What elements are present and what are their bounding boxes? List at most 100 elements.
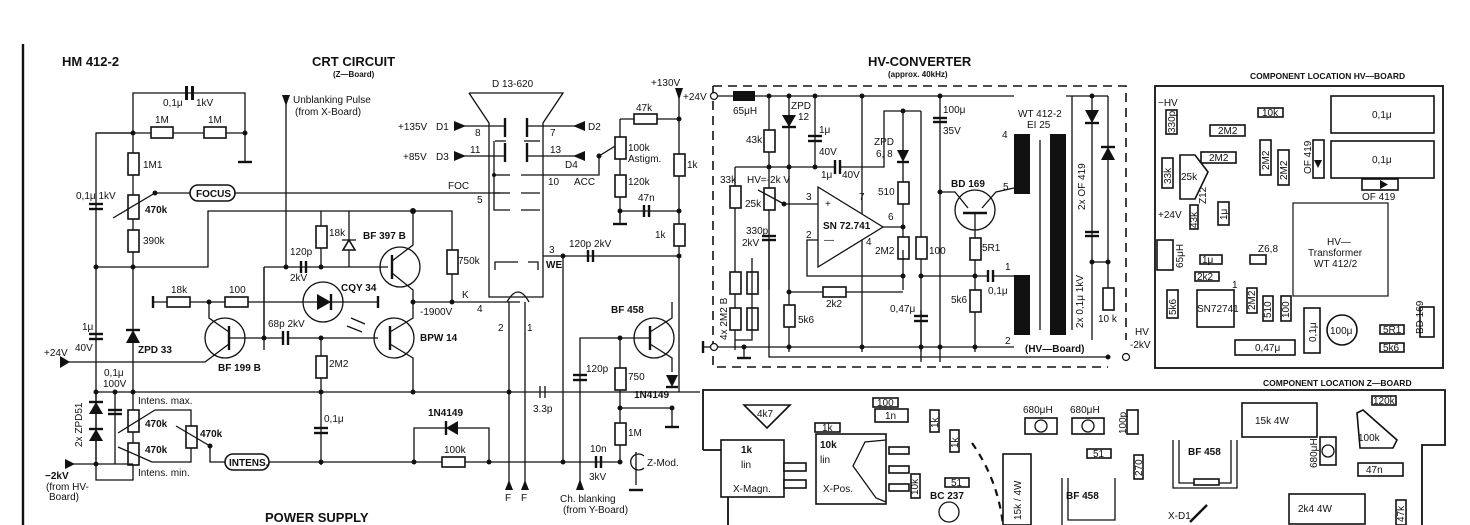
resistor-5k6 xyxy=(969,289,982,313)
svg-text:680μH: 680μH xyxy=(1309,438,1320,468)
svg-text:120p 2kV: 120p 2kV xyxy=(569,239,612,250)
svg-text:100: 100 xyxy=(877,398,894,409)
power-terminal[interactable] xyxy=(709,91,719,101)
svg-text:WT 412-2: WT 412-2 xyxy=(1018,109,1062,120)
hv-board-layout: −HV 330p 10k 0,1μ 0,1μ 2M2 2M2 2M2 2M2 3… xyxy=(1154,85,1444,369)
svg-text:40V: 40V xyxy=(819,147,837,158)
svg-text:510: 510 xyxy=(1263,301,1274,318)
svg-text:Unblanking Pulse: Unblanking Pulse xyxy=(293,95,371,106)
svg-text:2k2: 2k2 xyxy=(826,299,843,310)
svg-text:8: 8 xyxy=(475,128,481,139)
svg-text:1k: 1k xyxy=(655,230,667,241)
svg-text:BF 199 B: BF 199 B xyxy=(218,363,261,374)
svg-text:1: 1 xyxy=(1005,262,1011,273)
svg-text:3kV: 3kV xyxy=(589,472,607,483)
svg-text:HV—: HV— xyxy=(1327,237,1351,248)
resistor-1k xyxy=(673,153,686,177)
z-board-layout: 4k7 100 1n 1k 1k 1k 1k lin X-Magn. 10k l… xyxy=(702,389,1446,525)
svg-text:F: F xyxy=(521,493,527,504)
transistor-bc237 xyxy=(938,501,960,523)
svg-text:10n: 10n xyxy=(590,444,607,455)
trimmer-4k7 xyxy=(742,404,792,430)
svg-text:12: 12 xyxy=(798,112,810,123)
svg-text:2kV: 2kV xyxy=(290,273,308,284)
model-title: HM 412-2 xyxy=(62,54,119,69)
svg-text:5k6: 5k6 xyxy=(1168,298,1179,315)
z-mod-connector[interactable] xyxy=(630,453,645,471)
resistor-1k xyxy=(673,223,686,247)
resistor-2m2 xyxy=(315,355,328,379)
svg-text:ZPD: ZPD xyxy=(791,101,811,112)
svg-text:100p: 100p xyxy=(1118,411,1129,434)
svg-text:270: 270 xyxy=(1134,459,1145,476)
svg-text:5: 5 xyxy=(477,195,483,206)
svg-text:35V: 35V xyxy=(943,126,961,137)
resistor-10k xyxy=(1102,287,1115,311)
hv-converter-subtitle: (approx. 40kHz) xyxy=(888,70,948,79)
svg-text:1k: 1k xyxy=(930,416,941,428)
hv-output-terminal[interactable] xyxy=(1121,352,1131,362)
svg-text:43k: 43k xyxy=(746,135,763,146)
svg-text:(from X-Board): (from X-Board) xyxy=(295,107,361,118)
svg-text:47n: 47n xyxy=(638,193,655,204)
svg-text:0,1μ: 0,1μ xyxy=(988,286,1008,297)
resistor-18k xyxy=(315,225,328,249)
svg-text:5: 5 xyxy=(1003,182,1009,193)
svg-text:0,1μ: 0,1μ xyxy=(1308,322,1319,342)
resistor-100 xyxy=(224,296,249,308)
svg-text:Z12: Z12 xyxy=(1198,186,1209,204)
svg-text:15k 4W: 15k 4W xyxy=(1255,416,1289,427)
svg-text:X-Magn.: X-Magn. xyxy=(733,484,771,495)
svg-text:100k: 100k xyxy=(628,143,651,154)
svg-text:18k: 18k xyxy=(329,228,346,239)
svg-text:BC 237: BC 237 xyxy=(930,491,964,502)
svg-text:2M2: 2M2 xyxy=(875,246,895,257)
svg-text:2x ZPD51: 2x ZPD51 xyxy=(74,402,85,447)
svg-text:Board): Board) xyxy=(49,492,79,503)
zener-zpd33 xyxy=(126,330,140,343)
svg-text:1N4149: 1N4149 xyxy=(428,408,463,419)
svg-text:120p: 120p xyxy=(586,364,609,375)
svg-text:13: 13 xyxy=(550,145,562,156)
hv-converter: +24V 65μH 43k ZPD 12 1μ 40V 1μ 40V ZPD 6… xyxy=(683,85,1151,368)
svg-text:(from Y-Board): (from Y-Board) xyxy=(563,505,628,516)
svg-text:+130V: +130V xyxy=(651,78,681,89)
svg-text:D1: D1 xyxy=(436,122,449,133)
svg-text:4: 4 xyxy=(1002,130,1008,141)
inductor-65uh xyxy=(733,91,755,101)
svg-text:K: K xyxy=(462,290,469,301)
hv-board-outline xyxy=(713,85,1127,340)
svg-text:330p: 330p xyxy=(746,226,769,237)
svg-text:-2kV: -2kV xyxy=(1130,340,1151,351)
svg-text:BD 169: BD 169 xyxy=(951,179,985,190)
svg-text:1kV: 1kV xyxy=(196,98,214,109)
resistor-120k xyxy=(614,174,627,198)
svg-text:(from HV-: (from HV- xyxy=(46,482,89,493)
astigmatism-potentiometer xyxy=(614,136,627,160)
svg-text:1: 1 xyxy=(527,323,533,334)
svg-text:BF 397 B: BF 397 B xyxy=(363,231,406,242)
svg-text:4x 2M2 B: 4x 2M2 B xyxy=(719,297,730,340)
svg-text:-1900V: -1900V xyxy=(420,307,453,318)
svg-text:EI 25: EI 25 xyxy=(1027,120,1051,131)
intens-max-potentiometer xyxy=(127,409,140,433)
svg-text:750k: 750k xyxy=(458,256,481,267)
transformer-secondary xyxy=(1050,134,1066,335)
svg-text:510: 510 xyxy=(878,187,895,198)
svg-text:7: 7 xyxy=(859,192,865,203)
svg-text:Intens. min.: Intens. min. xyxy=(138,468,190,479)
svg-text:47k: 47k xyxy=(1396,505,1407,522)
svg-text:1n: 1n xyxy=(885,411,896,422)
svg-text:470k: 470k xyxy=(145,419,168,430)
resistor-1m xyxy=(614,422,627,446)
svg-text:+: + xyxy=(825,199,831,210)
resistor-1m xyxy=(150,126,174,139)
svg-text:680μH: 680μH xyxy=(1070,405,1100,416)
power-supply-title: POWER SUPPLY xyxy=(265,510,369,525)
svg-text:5R1: 5R1 xyxy=(982,243,1001,254)
svg-text:D 13-620: D 13-620 xyxy=(492,79,534,90)
capacitor-symbol xyxy=(185,86,188,100)
svg-text:0,1μ: 0,1μ xyxy=(1372,110,1392,121)
svg-text:Astigm.: Astigm. xyxy=(628,154,661,165)
